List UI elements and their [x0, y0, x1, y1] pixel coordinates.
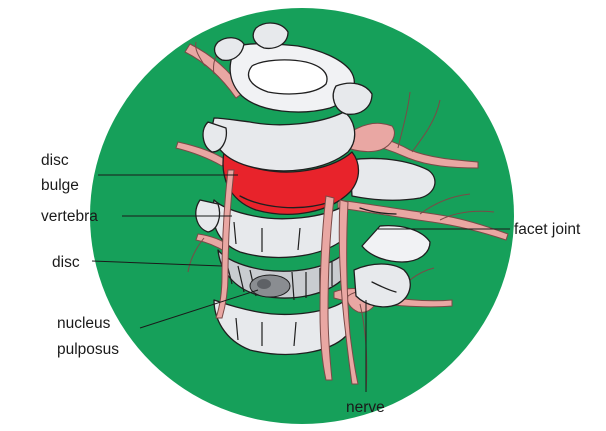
label-nucleus-line1: nucleus	[57, 315, 111, 332]
label-facet-joint: facet joint	[514, 221, 581, 238]
label-nucleus-line2: pulposus	[57, 341, 119, 358]
label-disc: disc	[52, 254, 80, 271]
label-disc-bulge-line1: disc	[41, 152, 69, 169]
label-disc-bulge-line2: bulge	[41, 177, 79, 194]
label-vertebra: vertebra	[41, 208, 98, 225]
label-nerve: nerve	[346, 399, 385, 416]
